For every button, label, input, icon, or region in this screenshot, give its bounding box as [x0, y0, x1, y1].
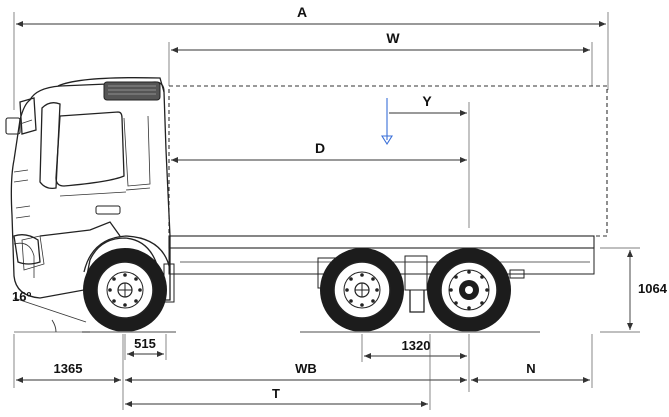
dimension-1320-label: 1320	[402, 338, 431, 353]
dimension-y-label: Y	[422, 93, 432, 109]
dimension-row-bottom: 1365 WB N	[13, 334, 593, 410]
dimension-w: W	[168, 30, 593, 86]
dimension-t: T	[125, 334, 431, 410]
load-arrow-head	[381, 135, 393, 146]
dimension-a-label: A	[297, 4, 307, 20]
dimension-d: D	[171, 140, 467, 163]
front-wheel	[83, 248, 167, 332]
dimension-d-label: D	[315, 140, 325, 156]
dimension-1064-label: 1064	[638, 281, 668, 296]
dimension-1320: 1320	[361, 334, 470, 392]
side-mirror-icon	[5, 117, 21, 135]
dimension-n-label: N	[526, 361, 535, 376]
approach-angle-label: 16º	[12, 289, 31, 304]
dimension-1365-label: 1365	[54, 361, 83, 376]
dimension-t-label: T	[272, 386, 280, 401]
dimension-w-label: W	[386, 30, 400, 46]
roof-vent	[103, 81, 161, 101]
approach-angle: 16º	[12, 289, 90, 333]
truck-cab	[5, 77, 175, 303]
dimension-1064: 1064	[600, 247, 668, 333]
dimension-wb-label: WB	[295, 361, 317, 376]
dimension-515: 515	[124, 334, 167, 360]
rear-wheel	[427, 248, 511, 332]
dimension-a: A	[13, 4, 609, 110]
dimension-y: Y	[381, 93, 470, 228]
dimension-515-label: 515	[134, 336, 156, 351]
cargo-body-outline	[168, 85, 608, 237]
middle-wheel	[320, 248, 404, 332]
